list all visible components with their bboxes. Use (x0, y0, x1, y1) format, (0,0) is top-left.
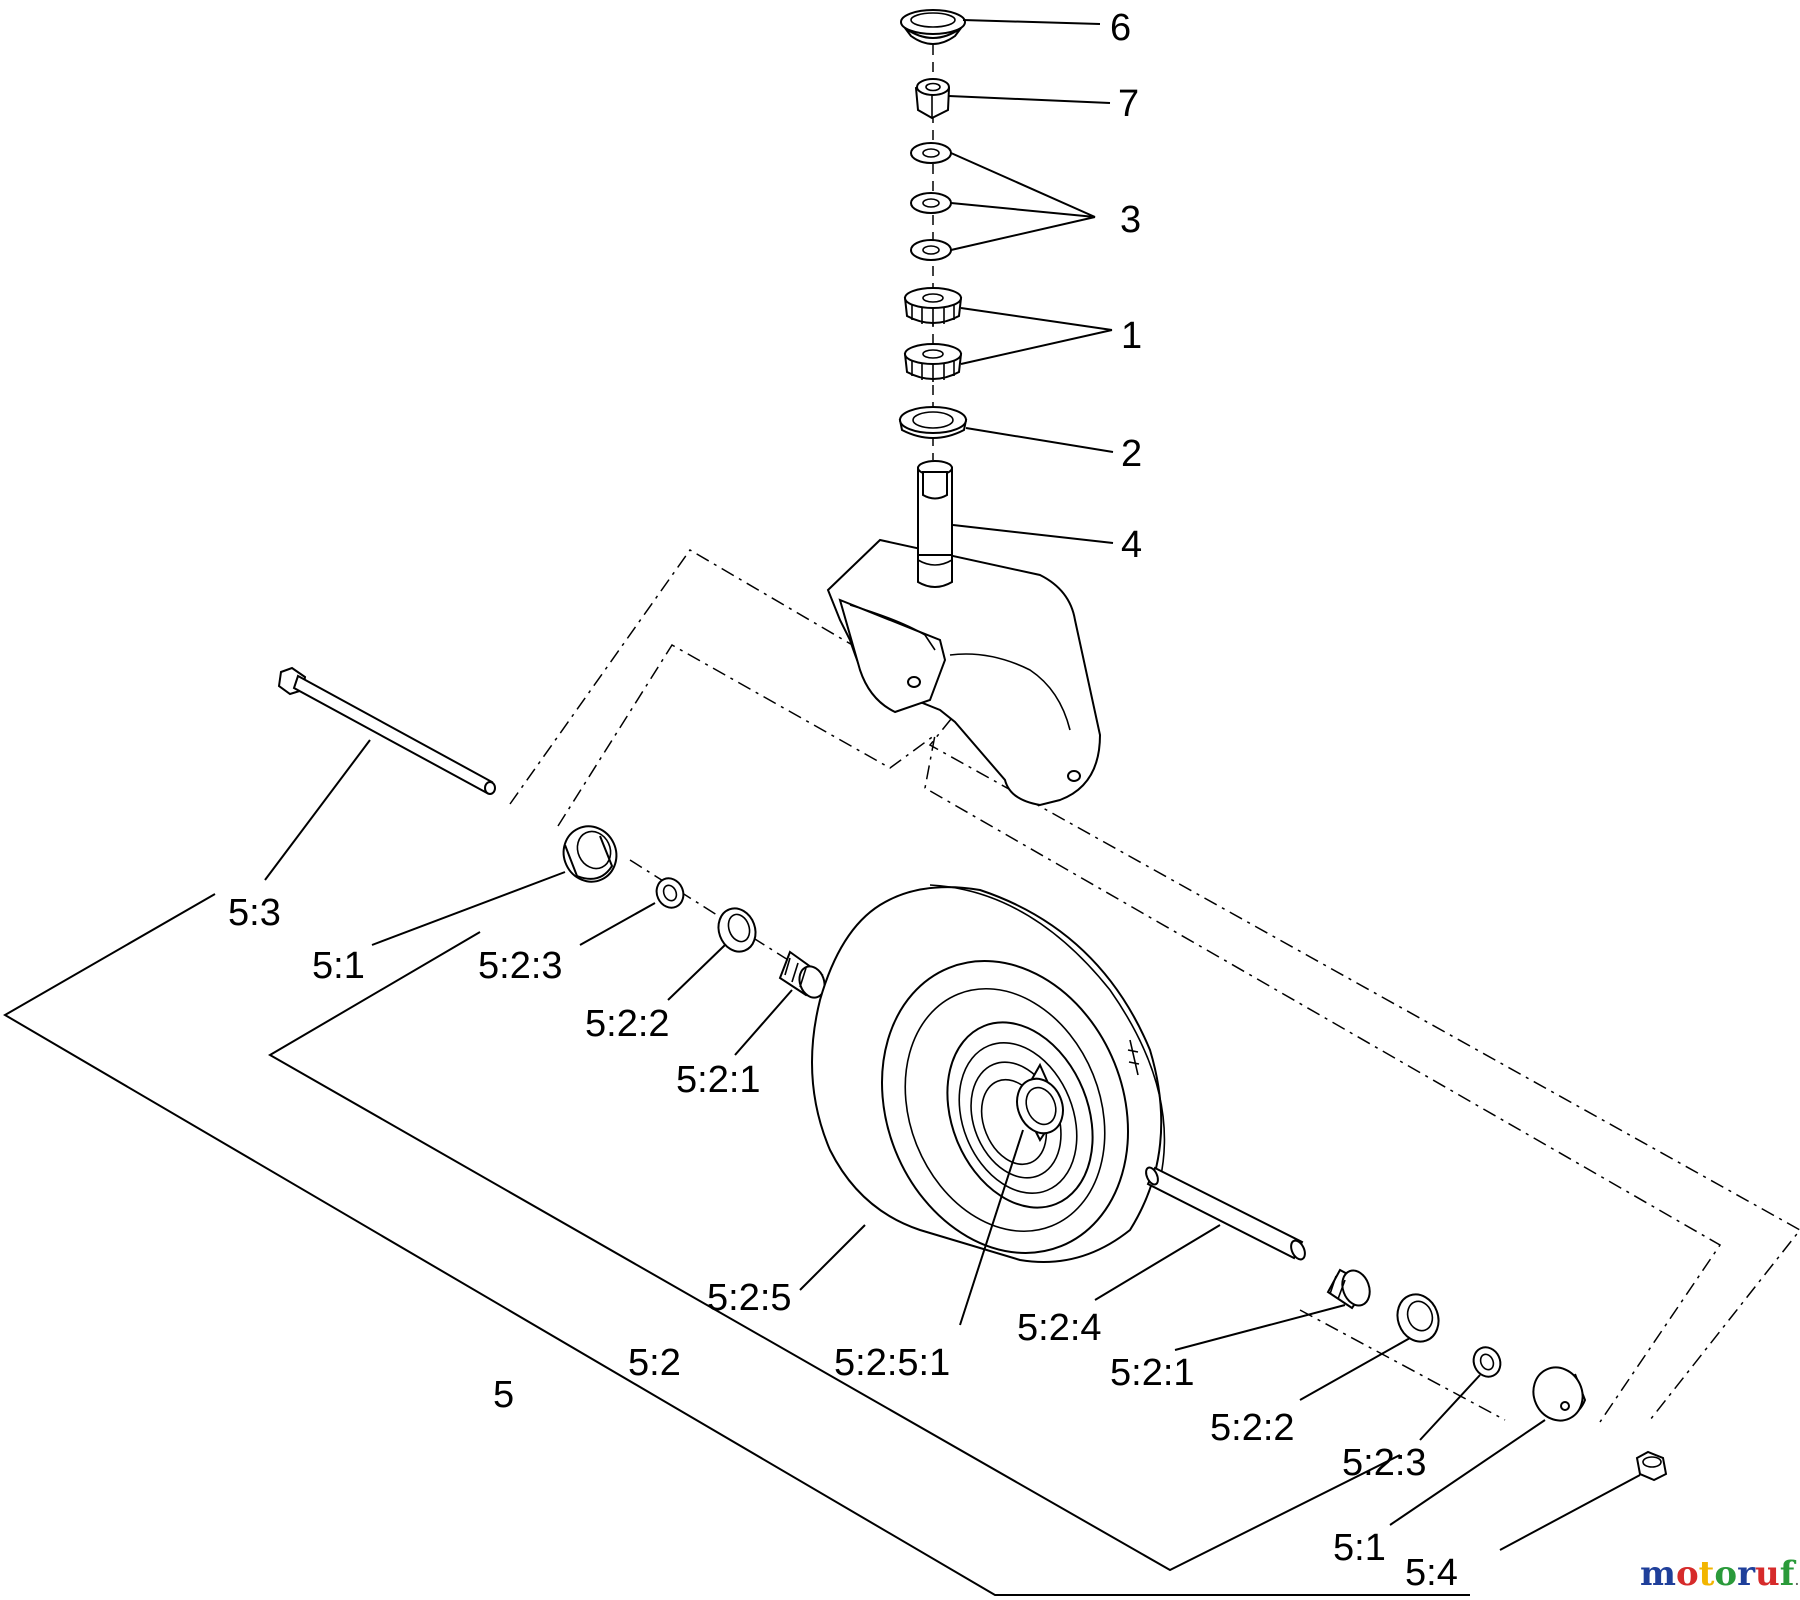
callout-5-2-5: 5:2:5 (707, 1277, 792, 1319)
watermark-suffix: .de (1794, 1570, 1800, 1589)
callout-5-2-1-right: 5:2:1 (1110, 1352, 1195, 1394)
callout-5-1-right: 5:1 (1333, 1527, 1386, 1569)
left-cone-bearing (778, 950, 826, 999)
callout-5-2-2-left: 5:2:2 (585, 1003, 670, 1045)
dust-cap (900, 9, 966, 45)
right-spacer-cap (1532, 1366, 1587, 1422)
watermark-letter: o (1714, 1554, 1737, 1594)
cone-bearings (903, 287, 963, 382)
group-brackets (3, 893, 1470, 1596)
watermark-letter: f (1780, 1554, 1797, 1594)
callout-5-3: 5:3 (228, 892, 281, 934)
callout-5-1-left: 5:1 (312, 945, 365, 987)
watermark-letter: t (1699, 1554, 1715, 1594)
callout-5-2-5-1: 5:2:5:1 (834, 1342, 950, 1384)
axle-nut (1635, 1450, 1668, 1482)
assembly-centerlines (509, 45, 1800, 1423)
left-spacer-sleeve (655, 877, 685, 909)
axle-bolt (277, 666, 496, 795)
axle-tube (1145, 1166, 1306, 1261)
callout-5: 5 (493, 1374, 514, 1416)
callout-labels: 6 7 3 1 2 4 5:3 5:1 5:2:3 5:2:2 5:2:1 5:… (228, 7, 1458, 1594)
callout-5-2: 5:2 (628, 1342, 681, 1384)
callout-5-2-3-right: 5:2:3 (1342, 1442, 1427, 1484)
bearing-cup (898, 406, 968, 439)
callout-5-2-3-left: 5:2:3 (478, 945, 563, 987)
callout-5-2-4: 5:2:4 (1017, 1307, 1102, 1349)
right-cone-bearing (1326, 1268, 1371, 1310)
right-spacer-sleeve (1472, 1346, 1502, 1378)
watermark-letter: r (1737, 1554, 1756, 1594)
caster-fork (826, 460, 1102, 807)
right-bearing-cup (1396, 1293, 1440, 1343)
leader-lines (264, 19, 1641, 1551)
lock-nut (914, 78, 951, 120)
washers (910, 142, 952, 261)
callout-5-2-1-left: 5:2:1 (676, 1059, 761, 1101)
callout-2: 2 (1121, 433, 1142, 475)
left-bearing-cup (717, 907, 757, 953)
callout-5-2-2-right: 5:2:2 (1210, 1407, 1295, 1449)
watermark-letter: o (1676, 1554, 1699, 1594)
svg-text:motoruf.de: motoruf.de (1640, 1554, 1800, 1594)
callout-5-4: 5:4 (1405, 1552, 1458, 1594)
wheel-tire (811, 884, 1166, 1263)
callout-1: 1 (1121, 315, 1142, 357)
left-spacer-cap (562, 825, 618, 883)
callout-4: 4 (1121, 524, 1142, 566)
callout-3: 3 (1120, 199, 1141, 241)
watermark-letter: u (1755, 1554, 1780, 1594)
watermark-letter: m (1640, 1554, 1676, 1594)
watermark-logo: motoruf.de (1640, 1554, 1800, 1594)
callout-6: 6 (1110, 7, 1131, 49)
callout-7: 7 (1118, 83, 1139, 125)
